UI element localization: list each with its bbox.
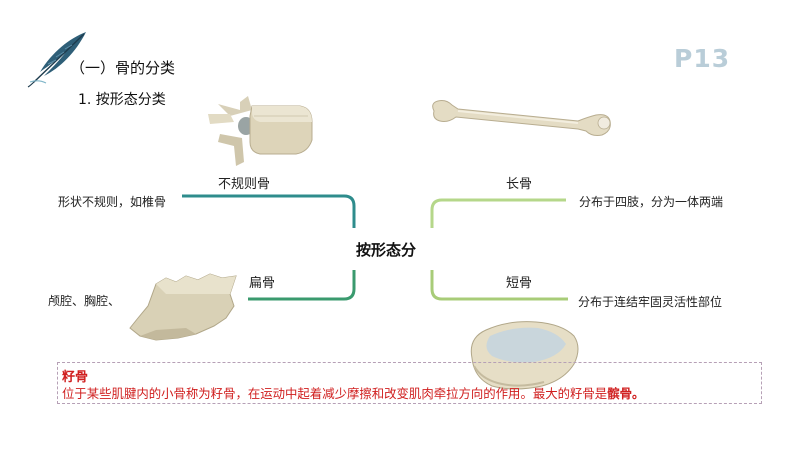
sesamoid-note-box [57, 362, 762, 404]
sesamoid-body: 位于某些肌腱内的小骨称为籽骨，在运动中起着减少摩擦和改变肌肉牵拉方向的作用。最大… [62, 386, 608, 401]
irregular-bone-label: 不规则骨 [218, 177, 271, 192]
flat-bone-description: 颅腔、胸腔、 [48, 294, 121, 308]
connector-flat [248, 270, 356, 301]
sesamoid-title: 籽骨 [62, 370, 89, 385]
long-bone-label: 长骨 [506, 177, 533, 192]
sesamoid-emphasis: 髌骨。 [607, 386, 645, 401]
connector-long [430, 198, 566, 228]
subsection-title: 1. 按形态分类 [78, 92, 166, 108]
flat-bone-label: 扁骨 [249, 276, 276, 291]
connector-short [430, 270, 568, 301]
sesamoid-text: 位于某些肌腱内的小骨称为籽骨，在运动中起着减少摩擦和改变肌肉牵拉方向的作用。最大… [62, 384, 644, 402]
mindmap-center-label: 按形态分 [356, 241, 417, 259]
quill-pen-icon [27, 32, 86, 88]
short-bone-label: 短骨 [506, 276, 533, 291]
femur-image [432, 100, 611, 136]
connector-irregular [182, 194, 356, 228]
page-number: P13 [674, 44, 731, 73]
short-bone-description: 分布于连结牢固灵活性部位 [578, 295, 723, 309]
section-title: （一）骨的分类 [70, 59, 176, 77]
vertebra-image [208, 96, 313, 166]
flat-bone-image [129, 273, 237, 341]
short-bone-image [470, 321, 579, 390]
long-bone-description: 分布于四肢，分为一体两端 [579, 195, 724, 209]
irregular-bone-description: 形状不规则，如椎骨 [58, 195, 167, 209]
